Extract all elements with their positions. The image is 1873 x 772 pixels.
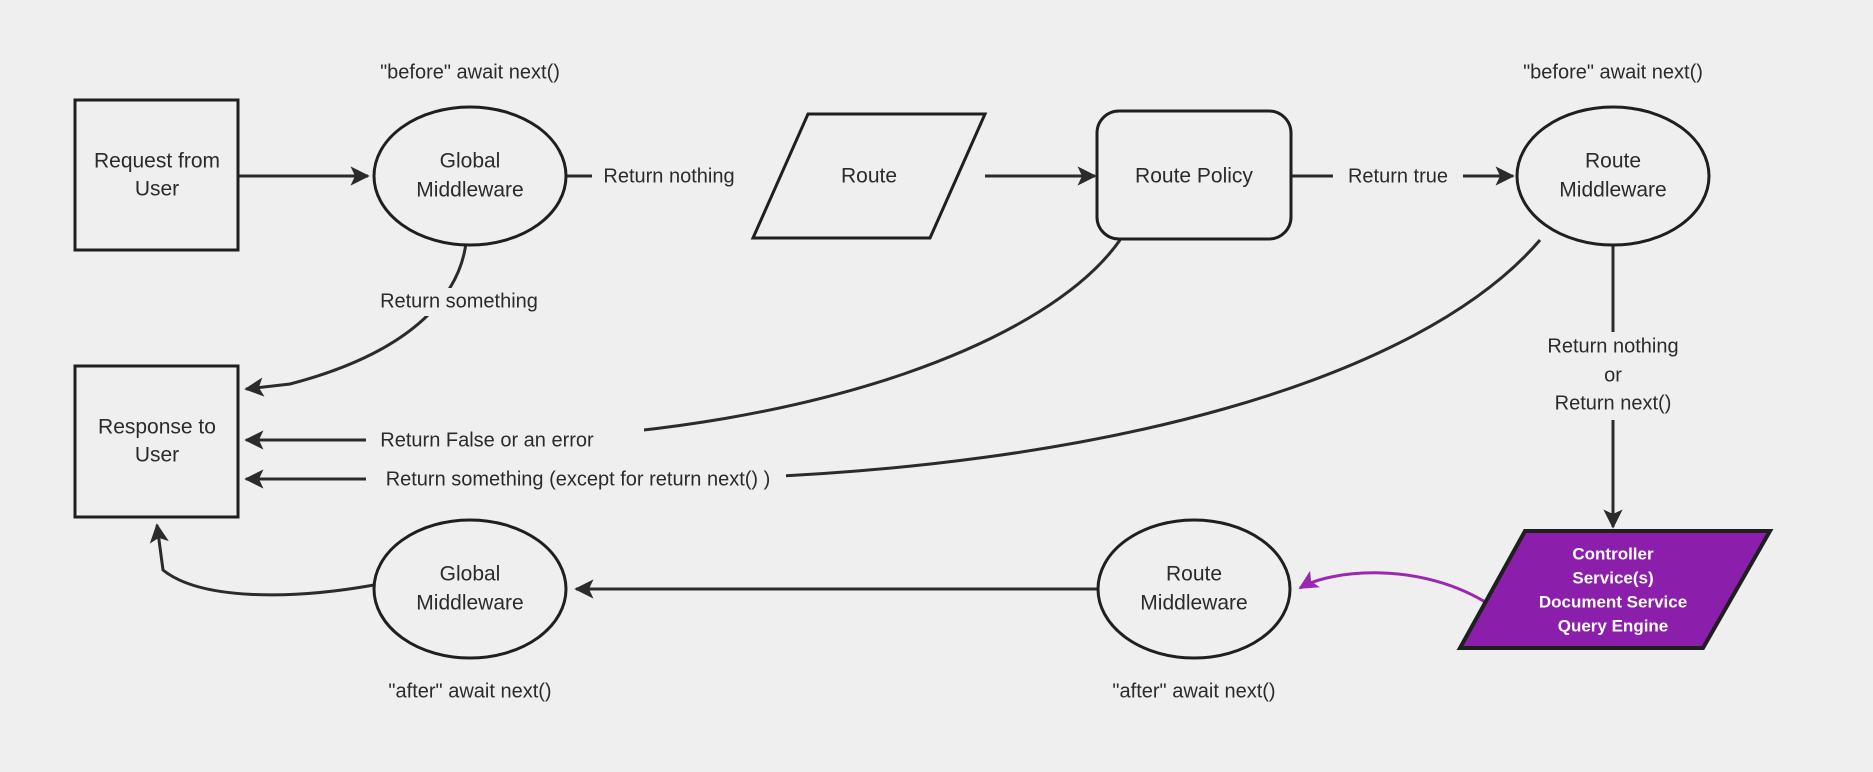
edge-label-return-true-text: Return true (1348, 165, 1448, 187)
node-controller-line3: Document Service (1539, 592, 1687, 611)
edge-label-return-false-or-error-text: Return False or an error (380, 429, 594, 451)
node-route-middleware-top[interactable]: Route Middleware (1515, 105, 1711, 247)
node-route-policy-label: Route Policy (1135, 165, 1253, 188)
node-controller-line1: Controller (1572, 544, 1654, 563)
node-response-to-user-line2: User (135, 444, 179, 467)
edge-label-return-nothing: Return nothing (592, 163, 767, 189)
node-request-from-user[interactable]: Request from User (73, 98, 240, 252)
node-global-middleware-bottom-line1: Global (440, 563, 501, 586)
annotation-after-global-middleware: "after" await next() (388, 680, 551, 702)
edge-label-return-nothing-text: Return nothing (603, 165, 734, 187)
node-controller-line4: Query Engine (1558, 616, 1669, 635)
node-route-middleware-top-line2: Middleware (1559, 179, 1666, 202)
node-global-middleware-top-line1: Global (440, 150, 501, 173)
edge-label-return-nothing-or-next-line1: Return nothing (1547, 335, 1678, 357)
node-request-from-user-line2: User (135, 178, 179, 201)
edge-route-middleware-return-something (244, 239, 1542, 489)
edge-route-policy-return-false (244, 239, 1122, 450)
node-route-label: Route (841, 165, 897, 188)
edge-label-return-something-global: Return something (360, 288, 550, 316)
node-route-policy[interactable]: Route Policy (1095, 109, 1293, 241)
edge-label-return-something-global-text: Return something (380, 290, 538, 312)
node-global-middleware-bottom[interactable]: Global Middleware (372, 518, 568, 660)
edge-global-middleware-return-something (244, 242, 468, 397)
edge-label-return-something-except-next: Return something (except for return next… (366, 466, 786, 492)
node-global-middleware-top[interactable]: Global Middleware (372, 105, 568, 247)
annotation-before-route-middleware: "before" await next() (1523, 61, 1703, 83)
node-route-middleware-bottom-line1: Route (1166, 563, 1222, 586)
edge-label-return-true: Return true (1333, 163, 1463, 189)
node-response-to-user[interactable]: Response to User (73, 364, 240, 519)
node-response-to-user-line1: Response to (98, 416, 216, 439)
annotation-before-global-middleware: "before" await next() (380, 61, 560, 83)
edge-label-return-nothing-or-next: Return nothing or Return next() (1530, 332, 1700, 420)
node-controller-services[interactable]: Controller Service(s) Document Service Q… (1456, 529, 1774, 650)
node-route-middleware-bottom-line2: Middleware (1140, 592, 1247, 615)
node-global-middleware-bottom-line2: Middleware (416, 592, 523, 615)
edge-controller-to-route-middleware (1298, 570, 1491, 607)
node-route-middleware-bottom[interactable]: Route Middleware (1096, 518, 1292, 660)
node-controller-line2: Service(s) (1572, 568, 1653, 587)
edge-label-return-false-or-error: Return False or an error (366, 427, 644, 453)
edge-global-middleware-to-response (149, 523, 375, 597)
node-global-middleware-top-line2: Middleware (416, 179, 523, 202)
edge-label-return-something-except-next-text: Return something (except for return next… (386, 468, 771, 490)
node-route-middleware-top-line1: Route (1585, 150, 1641, 173)
node-route[interactable]: Route (750, 112, 988, 240)
node-request-from-user-line1: Request from (94, 150, 220, 173)
edge-label-return-nothing-or-next-line3: Return next() (1555, 392, 1672, 414)
edge-label-return-nothing-or-next-line2: or (1604, 364, 1622, 386)
annotation-after-route-middleware: "after" await next() (1112, 680, 1275, 702)
